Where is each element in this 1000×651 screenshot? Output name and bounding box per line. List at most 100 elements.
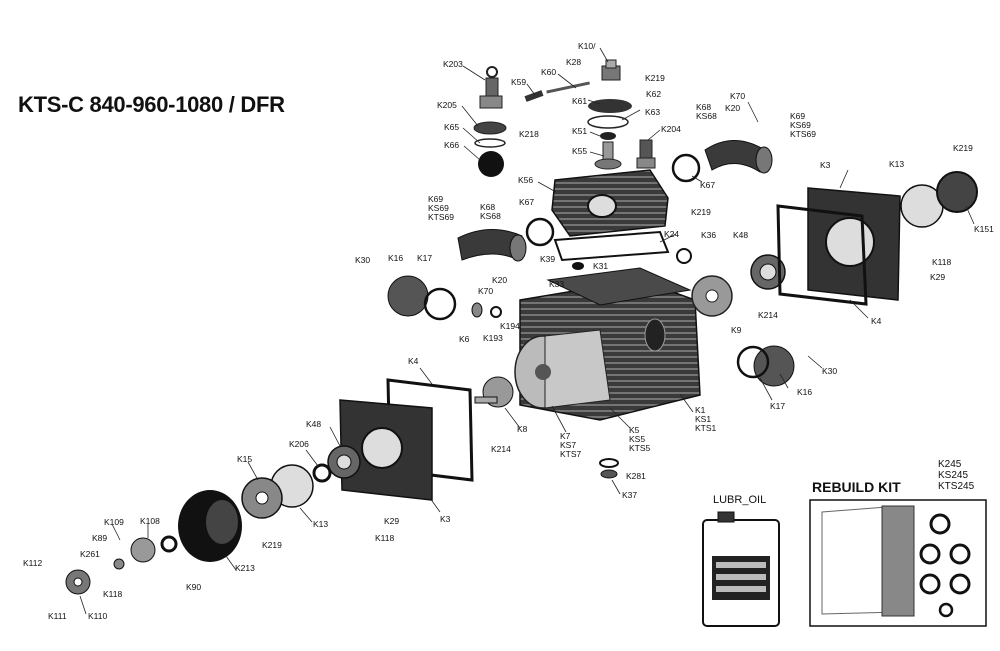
part-label: K67 [700,180,716,190]
relief-valve-k203 [479,66,503,109]
bolt-k31 [572,262,584,270]
rebuild-kit-box [809,499,987,627]
part-label: K89 [92,533,108,543]
part-label: K65 [444,122,460,132]
part-label: K29 [384,516,400,526]
part-label: K213 [235,563,255,573]
part-label: K62 [646,89,662,99]
part-label: K60 [541,67,557,77]
oring-k67-top [671,153,701,183]
flange-k9 [691,275,733,317]
oring-k67-mid [525,217,555,247]
part-label: K118 [103,589,123,599]
end-shield-k3-left [339,399,433,501]
part-label: K30 [355,255,371,265]
part-label: K194 [500,321,520,331]
part-label: K33 [549,279,565,289]
part-label: K70 [478,286,494,296]
part-label: K4 [408,356,419,366]
rebuild-kit-codes: K245 KS245 KTS245 [938,459,974,492]
part-label: K67 [519,197,535,207]
bell-housing-k213 [178,490,242,562]
part-label: K193 [483,333,503,343]
part-label: K111 [48,611,67,621]
head-cover-k56 [551,169,669,237]
part-label: K118 [375,533,395,543]
lubr-oil-label: LUBR_OIL [713,494,767,506]
part-label: K205 [437,100,457,110]
part-label: K214 [491,444,511,454]
part-label: K68 KS68 [480,202,501,221]
screw-k59 [524,90,544,102]
part-label: K51 [572,126,588,136]
part-label: K29 [930,272,946,282]
gasket-k4-right [776,204,868,306]
oring-k194 [490,306,502,318]
part-label: K281 [626,471,646,481]
part-label: K48 [733,230,749,240]
part-label: K48 [306,419,322,429]
lubr-oil-can-image [702,511,780,627]
rotor-k7 [514,329,611,409]
hub-k108 [130,537,156,563]
plate-k62 [588,99,632,113]
part-label: K56 [518,175,534,185]
part-label: K3 [820,160,831,170]
part-label: K90 [186,582,202,592]
cover-k16-left [387,275,429,317]
part-label: K13 [889,159,905,169]
oring-k206 [312,463,332,483]
part-label: K30 [822,366,838,376]
elbow-pipe-k69-left [457,228,527,262]
eyebolt-k36 [676,248,692,264]
rebuild-kit-title: REBUILD KIT [812,479,901,495]
part-label: K36 [701,230,717,240]
part-label: K17 [770,401,786,411]
kit-code: KTS245 [938,481,975,492]
ring-k108b [160,535,178,553]
end-shield-k3-right [807,187,901,301]
part-label: K261 [80,549,100,559]
gasket-k63 [587,115,629,129]
part-label: K219 [691,207,711,217]
kit-code: K245 [938,459,962,470]
part-label: K68 KS68 [696,102,717,121]
part-label: K59 [511,77,527,87]
rod-k60 [546,81,590,94]
part-label: K69 KS69 KTS69 [790,111,816,139]
part-label: K20 [492,275,508,285]
part-label: K110 [88,611,108,621]
cap-k66 [478,151,504,177]
part-label: K203 [443,59,463,69]
valve-k204 [636,139,656,169]
part-label: K16 [797,387,813,397]
part-label: K24 [664,229,680,239]
part-label: K219 [645,73,665,83]
part-label: K8 [517,424,528,434]
part-label: K13 [313,519,329,529]
part-label: K218 [519,129,539,139]
part-label: K63 [645,107,661,117]
part-label: K55 [572,146,588,156]
oring-k17-left [423,287,457,321]
cover-k151 [936,171,978,213]
part-label: K5 KS5 KTS5 [629,425,651,453]
bearing-k48-right [750,254,786,290]
shaft-k55 [594,141,622,170]
part-label: K7 KS7 KTS7 [560,431,582,459]
part-label: K214 [758,310,778,320]
part-label: K151 [974,224,994,234]
bearing-k48-left [327,445,361,479]
part-label: K61 [572,96,588,106]
page-title: KTS-C 840-960-1080 / DFR [18,92,285,117]
part-label: K16 [388,253,404,263]
part-label: K17 [417,253,433,263]
leader-lines [79,47,975,615]
part-label: K20 [725,103,741,113]
part-label: K108 [140,516,160,526]
spacer-k89 [113,558,125,570]
coupling-k8 [474,376,514,408]
part-label: K204 [661,124,681,134]
part-label: K69 KS69 KTS69 [428,194,454,222]
